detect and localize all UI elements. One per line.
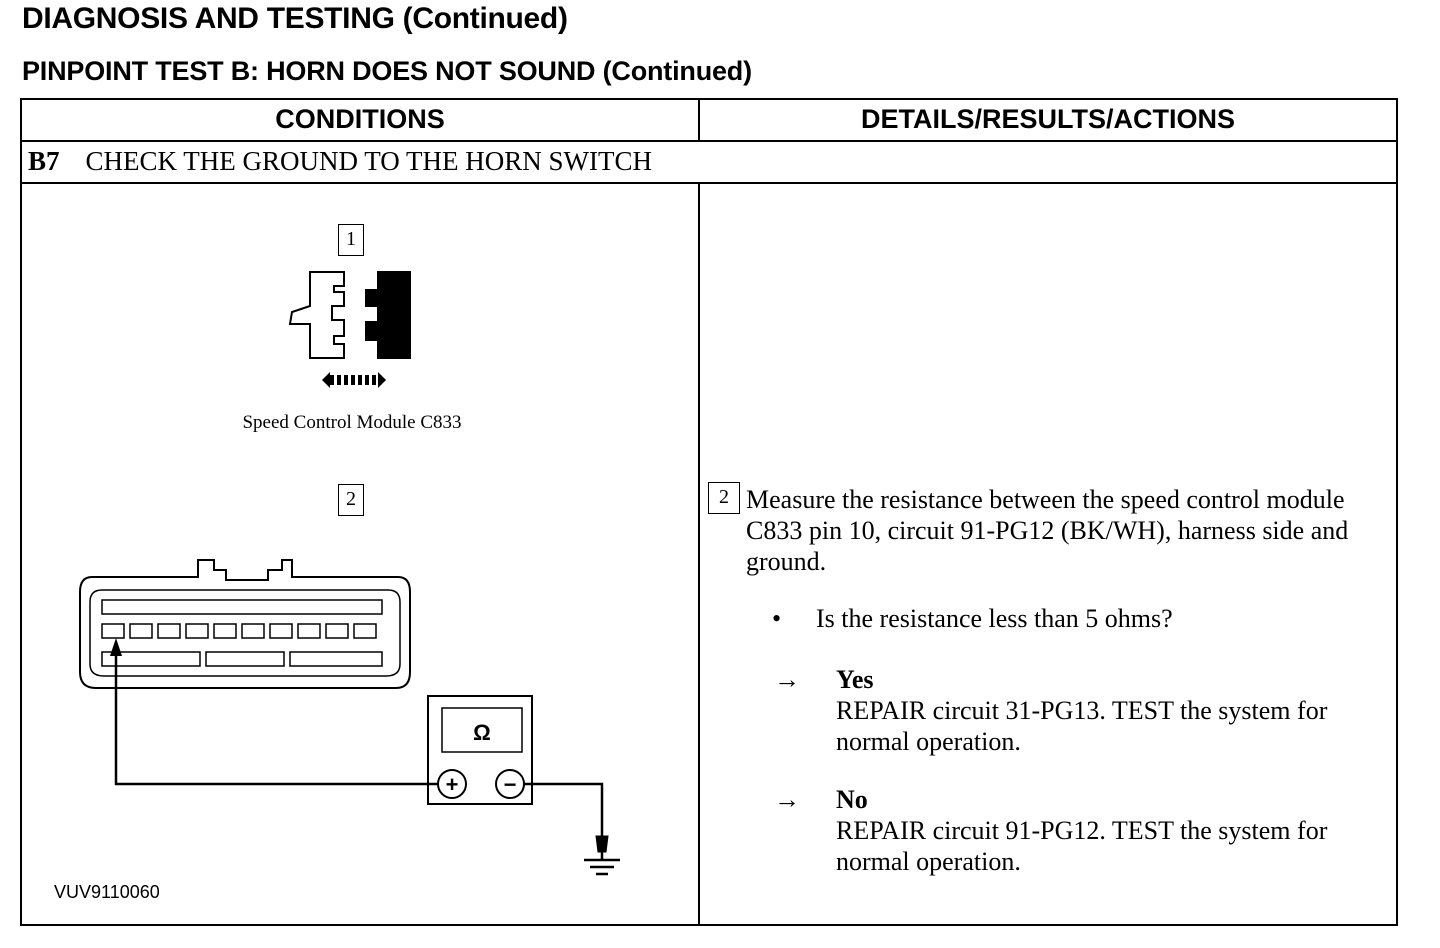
step-id: B7 [28,146,60,176]
header-divider [22,140,1396,142]
wiring-diagram: Ω + − [79,271,620,876]
header-column-divider [698,100,700,140]
test-title: PINPOINT TEST B: HORN DOES NOT SOUND (Co… [22,56,752,86]
minus-terminal-symbol: − [504,772,517,797]
ohmmeter-icon [427,695,533,805]
no-label: No [836,785,868,814]
column-header-details: DETAILS/RESULTS/ACTIONS [860,104,1235,134]
probe-leads [114,652,604,838]
step-title: CHECK THE GROUND TO THE HORN SWITCH [85,146,653,176]
arrow-right-icon: → [774,785,800,814]
arrow-right-icon: → [774,665,800,694]
question-text: Is the resistance less than 5 ohms? [816,604,1173,633]
callout-2-box: 2 [338,484,364,516]
plus-terminal-symbol: + [446,772,459,797]
step-heading: B7 CHECK THE GROUND TO THE HORN SWITCH [28,146,652,177]
step-divider [22,182,1396,184]
body-column-divider [698,182,700,924]
yes-label: Yes [836,665,874,694]
yes-action: REPAIR circuit 31-PG13. TEST the system … [836,696,1328,756]
details-callout-2-box: 2 [708,482,740,514]
measure-instruction: Measure the resistance between the speed… [746,485,1349,576]
column-header-conditions: CONDITIONS [275,104,445,134]
callout-1-box: 1 [338,224,364,256]
question-row: • Is the resistance less than 5 ohms? [772,604,1173,634]
harness-connector-icon [79,559,411,689]
disconnect-arrow-icon [322,372,386,388]
probe-tip-icon [110,638,122,656]
no-action: REPAIR circuit 91-PG12. TEST the system … [836,816,1328,876]
pinpoint-test-table: CONDITIONS DETAILS/RESULTS/ACTIONS B7 CHE… [20,98,1398,926]
ohm-symbol: Ω [473,720,491,745]
ground-icon [584,835,620,876]
bullet-icon: • [772,604,782,633]
connector-halves-icon [288,271,411,359]
connector-label: Speed Control Module C833 [242,412,462,433]
page-title: DIAGNOSIS AND TESTING (Continued) [22,2,568,35]
figure-id: VUV9110060 [54,882,160,902]
